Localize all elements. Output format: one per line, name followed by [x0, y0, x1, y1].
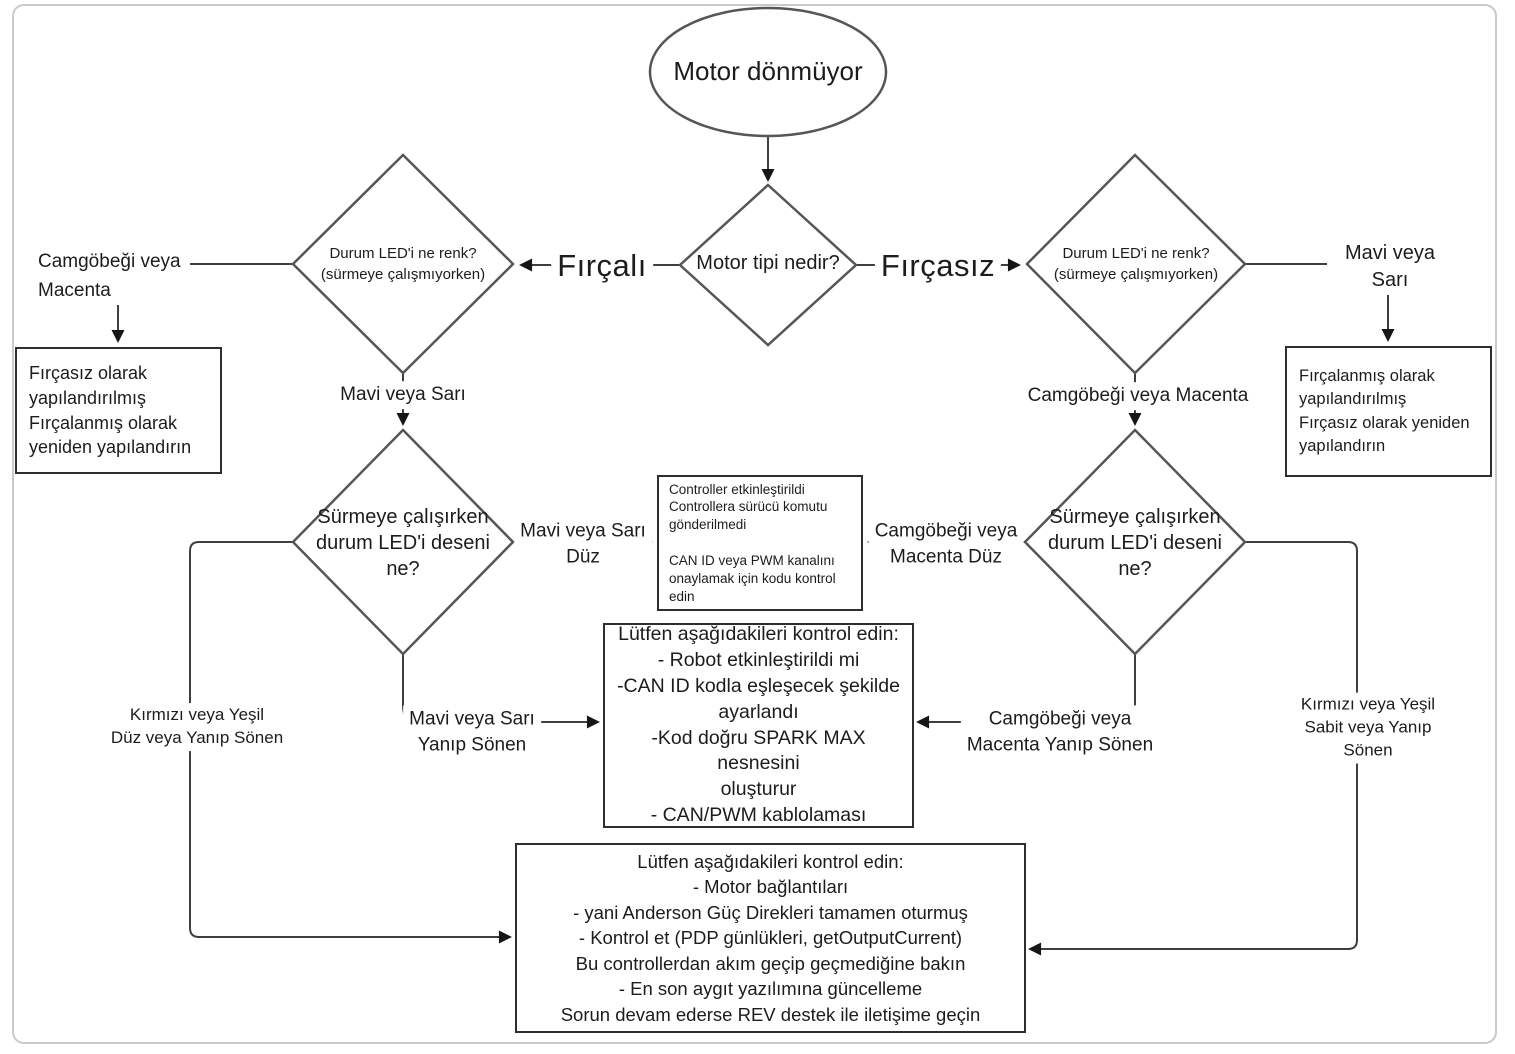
led-pattern-right-question: Sürmeye çalışırken durum LED'i deseni ne…	[1048, 506, 1222, 580]
reconfigure-brushless-box: Fırçalanmış olarak yapılandırılmış Fırça…	[1285, 346, 1492, 477]
check-code-box: Lütfen aşağıdakileri kontrol edin: - Rob…	[603, 623, 914, 828]
edge-label-red-green-left: Kırmızı veya Yeşil Düz veya Yanıp Sönen	[104, 703, 290, 751]
controller-enabled-box: Controller etkinleştirildi Controllera s…	[657, 475, 863, 611]
start-node-shape	[648, 6, 888, 138]
edge-label-blue-yellow-blinking: Mavi veya Sarı Yanıp Sönen	[403, 705, 541, 759]
edge-label-brushless: Fırçasız	[874, 244, 1002, 288]
led-color-left-diamond	[291, 153, 515, 375]
start-node-label: Motor dönmüyor	[673, 56, 863, 87]
edge-label-cyan-magenta-solid: Camgöbeği veya Macenta Düz	[868, 517, 1024, 571]
led-pattern-right-diamond	[1023, 428, 1247, 656]
check-hardware-box: Lütfen aşağıdakileri kontrol edin: - Mot…	[515, 843, 1026, 1033]
motor-type-question: Motor tipi nedir?	[696, 252, 840, 274]
motor-type-diamond	[678, 183, 858, 347]
reconfigure-brushed-box: Fırçasız olarak yapılandırılmış Fırçalan…	[15, 347, 222, 474]
led-color-left-question: Durum LED'i ne renk? (sürmeye çalışmıyor…	[320, 245, 486, 283]
led-color-right-question: Durum LED'i ne renk? (sürmeye çalışmıyor…	[1053, 245, 1219, 283]
edge-label-red-green-right: Kırmızı veya Yeşil Sabit veya Yanıp Söne…	[1294, 692, 1442, 764]
led-pattern-left-question: Sürmeye çalışırken durum LED'i deseni ne…	[316, 506, 490, 580]
edge-label-blue-yellow-left: Mavi veya Sarı	[334, 381, 472, 409]
led-color-right-diamond	[1025, 153, 1247, 375]
edge-label-cyan-magenta-topleft: Camgöbeği veya Macenta	[38, 248, 181, 305]
edge-label-cyan-magenta-right: Camgöbeği veya Macenta	[1021, 382, 1255, 410]
edge-label-blue-yellow-topright: Mavi veya Sarı	[1327, 239, 1453, 295]
edge-label-cyan-magenta-blinking: Camgöbeği veya Macenta Yanıp Sönen	[960, 705, 1160, 759]
led-pattern-left-diamond	[291, 428, 515, 656]
edge-label-brushed: Fırçalı	[551, 244, 653, 288]
edge-label-blue-yellow-solid: Mavi veya Sarı Düz	[514, 517, 652, 571]
